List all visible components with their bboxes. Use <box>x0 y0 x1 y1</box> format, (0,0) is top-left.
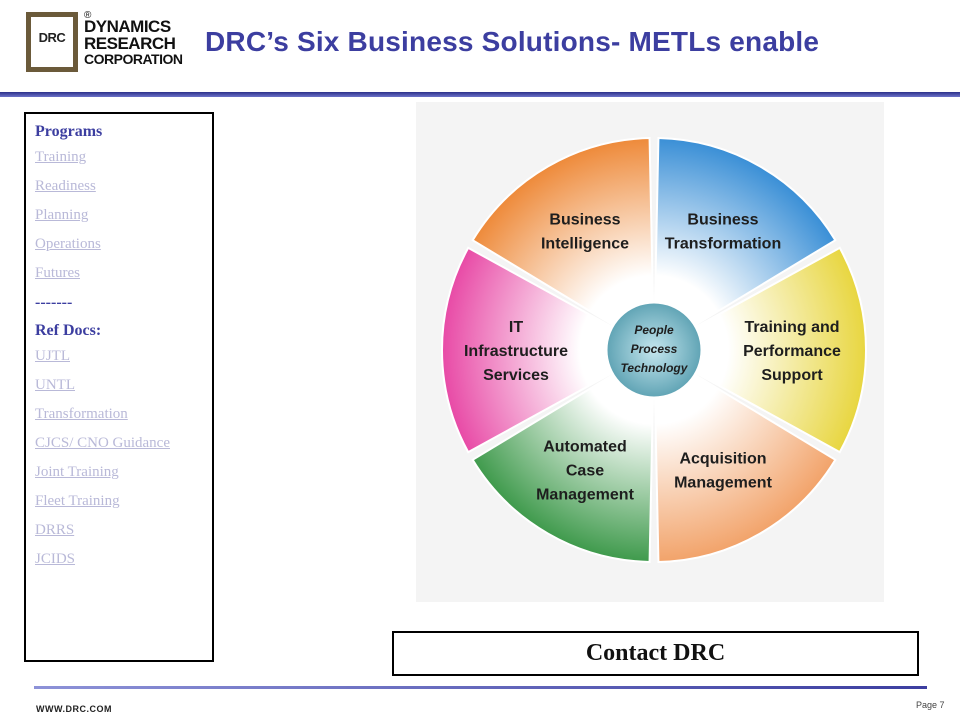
nav-link-drrs[interactable]: DRRS <box>35 522 75 538</box>
page-title: DRC’s Six Business Solutions- METLs enab… <box>205 26 820 57</box>
logo-line-2: RESEARCH <box>84 34 176 53</box>
footer-url[interactable]: WWW.DRC.COM <box>36 704 112 714</box>
logo-badge: DRC <box>26 12 78 72</box>
contact-drc-button[interactable]: Contact DRC <box>392 631 919 676</box>
nav-link-operations[interactable]: Operations <box>35 236 101 252</box>
nav-separator: ------- <box>35 294 73 311</box>
nav-panel: Programs Training Readiness Planning Ope… <box>24 112 214 662</box>
logo-wordmark: DYNAMICS RESEARCH CORPORATION <box>84 17 183 67</box>
header-divider <box>0 92 960 97</box>
page-number: Page 7 <box>916 700 945 710</box>
wheel-segment-business-intelligence[interactable] <box>471 137 656 352</box>
nav-link-joint-training[interactable]: Joint Training <box>35 464 119 480</box>
nav-link-untl[interactable]: UNTL <box>35 377 75 393</box>
logo-badge-text: DRC <box>38 30 66 45</box>
nav-link-readiness[interactable]: Readiness <box>35 178 96 194</box>
nav-link-jcids[interactable]: JCIDS <box>35 551 76 567</box>
logo-registered-mark: ® <box>84 10 92 21</box>
wheel-segment-business-transformation[interactable] <box>652 137 837 352</box>
nav-link-cjcs-cno-guidance[interactable]: CJCS/ CNO Guidance <box>35 435 170 451</box>
drc-logo: DRC ® DYNAMICS RESEARCH CORPORATION <box>26 10 184 74</box>
refdocs-heading: Ref Docs: <box>35 322 102 339</box>
logo-line-1: DYNAMICS <box>84 17 171 36</box>
footer-divider <box>34 686 927 689</box>
wheel-segment-training-and-performance-support[interactable] <box>651 246 867 454</box>
nav-link-transformation[interactable]: Transformation <box>35 406 128 422</box>
nav-link-ujtl[interactable]: UJTL <box>35 348 70 364</box>
nav-link-futures[interactable]: Futures <box>35 265 80 281</box>
wheel-segment-automated-case-management[interactable] <box>471 348 656 563</box>
programs-heading: Programs <box>35 123 103 140</box>
nav-link-fleet-training[interactable]: Fleet Training <box>35 493 120 509</box>
wheel-segment-acquisition-management[interactable] <box>652 348 837 563</box>
wheel-segment-it-infrastructure-services[interactable] <box>441 246 657 454</box>
wheel-hub[interactable] <box>604 300 704 400</box>
logo-line-3: CORPORATION <box>84 51 183 67</box>
nav-link-training[interactable]: Training <box>35 149 87 165</box>
nav-link-planning[interactable]: Planning <box>35 207 89 223</box>
